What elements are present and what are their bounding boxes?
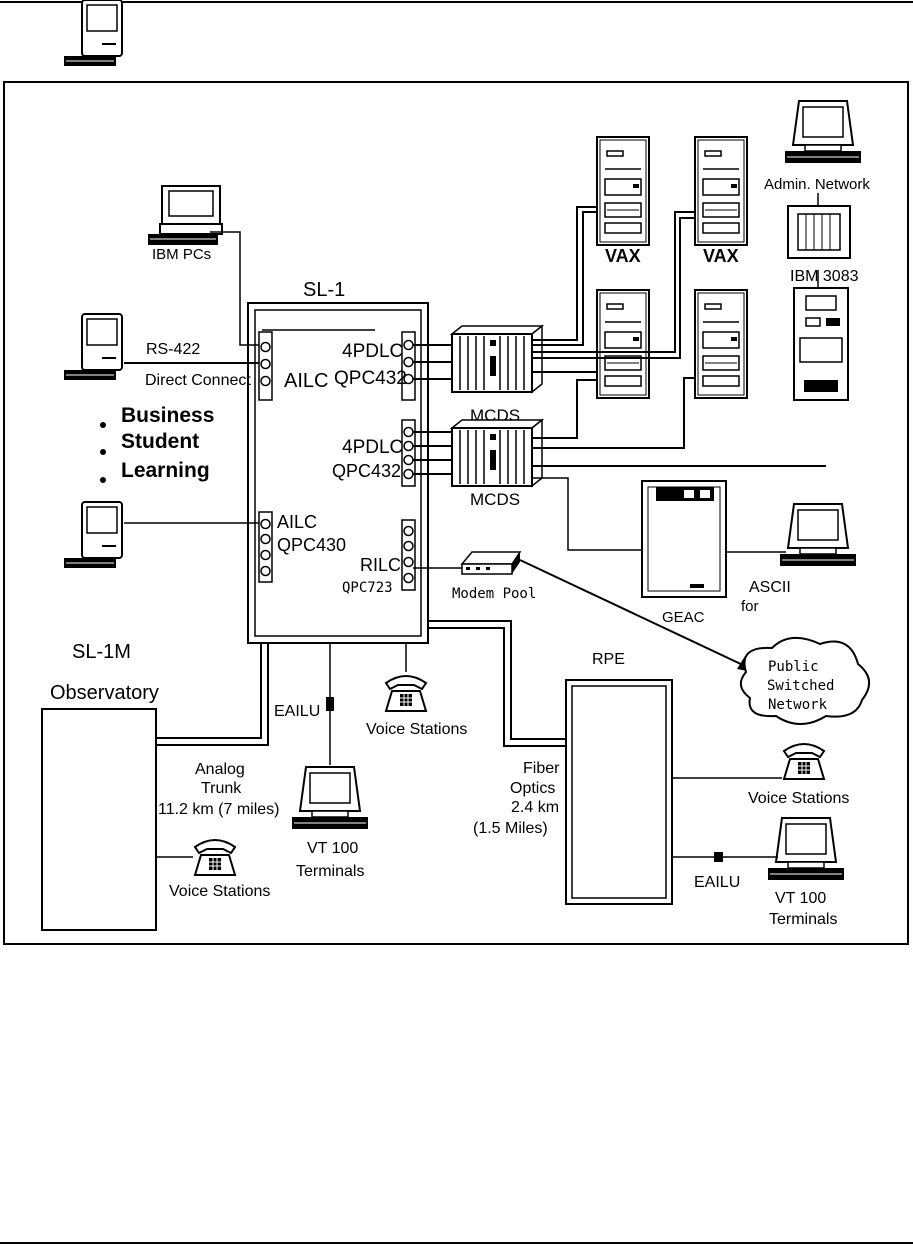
vax-3-icon	[596, 289, 650, 399]
center-terminal-icon	[291, 766, 369, 830]
ascii-for-label: for	[741, 598, 759, 615]
fiber-km-label: 2.4 km	[511, 799, 559, 816]
switched-label: Switched	[767, 678, 834, 694]
vax-1-label: VAX	[605, 246, 641, 266]
mac-lab-icon	[63, 0, 123, 67]
vax-2-icon	[694, 136, 748, 246]
card-qpc432-2: QPC432	[332, 461, 401, 481]
sl1-cabinet	[247, 302, 429, 644]
admin-network-label: Admin. Network	[764, 176, 870, 193]
trunk-distance-label: 11.2 km (7 miles)	[158, 801, 280, 818]
ibm-pcs-label: IBM PCs	[152, 246, 211, 263]
center-phone-icon	[385, 675, 427, 712]
card-ailc-1: AILC	[284, 370, 328, 392]
card-rilc: RILC	[360, 555, 401, 575]
card-qpc430: QPC430	[277, 535, 346, 555]
rs422-label: RS-422	[146, 341, 200, 358]
fiber-label: Fiber	[523, 760, 560, 777]
sl1-title: SL-1	[303, 279, 345, 301]
mcds-2-icon	[451, 419, 543, 487]
center-voice-label: Voice Stations	[366, 721, 467, 738]
ibm-3083-label: IBM 3083	[790, 268, 859, 285]
geac-icon	[641, 480, 727, 598]
mac-rs422-icon	[63, 313, 123, 381]
card-4pdlc-1: 4PDLC	[342, 341, 403, 362]
lab-business: Business	[121, 404, 214, 427]
lab-student: Student	[121, 430, 199, 453]
trunk-label: Trunk	[201, 780, 242, 797]
vax-4-icon	[694, 289, 748, 399]
remote-eailu-label: EAILU	[694, 874, 740, 891]
ascii-terminal-icon	[779, 503, 857, 567]
remote-vt100-label: VT 100	[775, 890, 826, 907]
network-label: Network	[768, 697, 828, 713]
admin-terminal-icon	[784, 100, 862, 164]
ibm-pc-icon	[147, 185, 223, 246]
card-qpc432-1: QPC432	[334, 368, 407, 389]
vax-2-label: VAX	[703, 246, 739, 266]
mcds-2-label: MCDS	[470, 490, 520, 509]
card-qpc723: QPC723	[342, 580, 393, 596]
center-vt100-label: VT 100	[307, 840, 358, 857]
eailu-center-label: EAILU	[274, 703, 320, 720]
mcds-1-icon	[451, 325, 543, 393]
public-network-cloud	[739, 637, 870, 725]
ascii-label: ASCII	[749, 579, 791, 596]
card-4pdlc-2: 4PDLC	[342, 437, 403, 458]
observatory-cabinet	[41, 708, 157, 931]
geac-label: GEAC	[662, 609, 705, 626]
remote-phone-icon	[783, 743, 825, 780]
lab-learning: Learning	[121, 459, 210, 482]
rpe-label: RPE	[592, 651, 625, 668]
modem-pool-icon	[460, 551, 522, 575]
card-ailc-2: AILC	[277, 512, 317, 532]
vax-1-icon	[596, 136, 650, 246]
optics-label: Optics	[510, 780, 555, 797]
remote-terminals-label: Terminals	[769, 911, 837, 928]
center-terminals-label: Terminals	[296, 863, 364, 880]
ibm-3083-icon	[787, 205, 851, 401]
direct-connect-label: Direct Connect	[145, 372, 251, 389]
rpe-cabinet	[565, 679, 673, 905]
sl1m-label: SL-1M	[72, 641, 131, 663]
observatory-voice-label: Voice Stations	[169, 883, 270, 900]
remote-voice-label: Voice Stations	[748, 790, 849, 807]
public-label: Public	[768, 659, 819, 675]
diagram-frame	[3, 81, 909, 945]
fiber-miles-label: (1.5 Miles)	[473, 820, 548, 837]
analog-label: Analog	[195, 761, 245, 778]
remote-terminal-icon	[767, 817, 845, 881]
observatory-phone-icon	[194, 839, 236, 876]
observatory-label: Observatory	[50, 682, 159, 704]
modem-pool-label: Modem Pool	[452, 586, 536, 602]
